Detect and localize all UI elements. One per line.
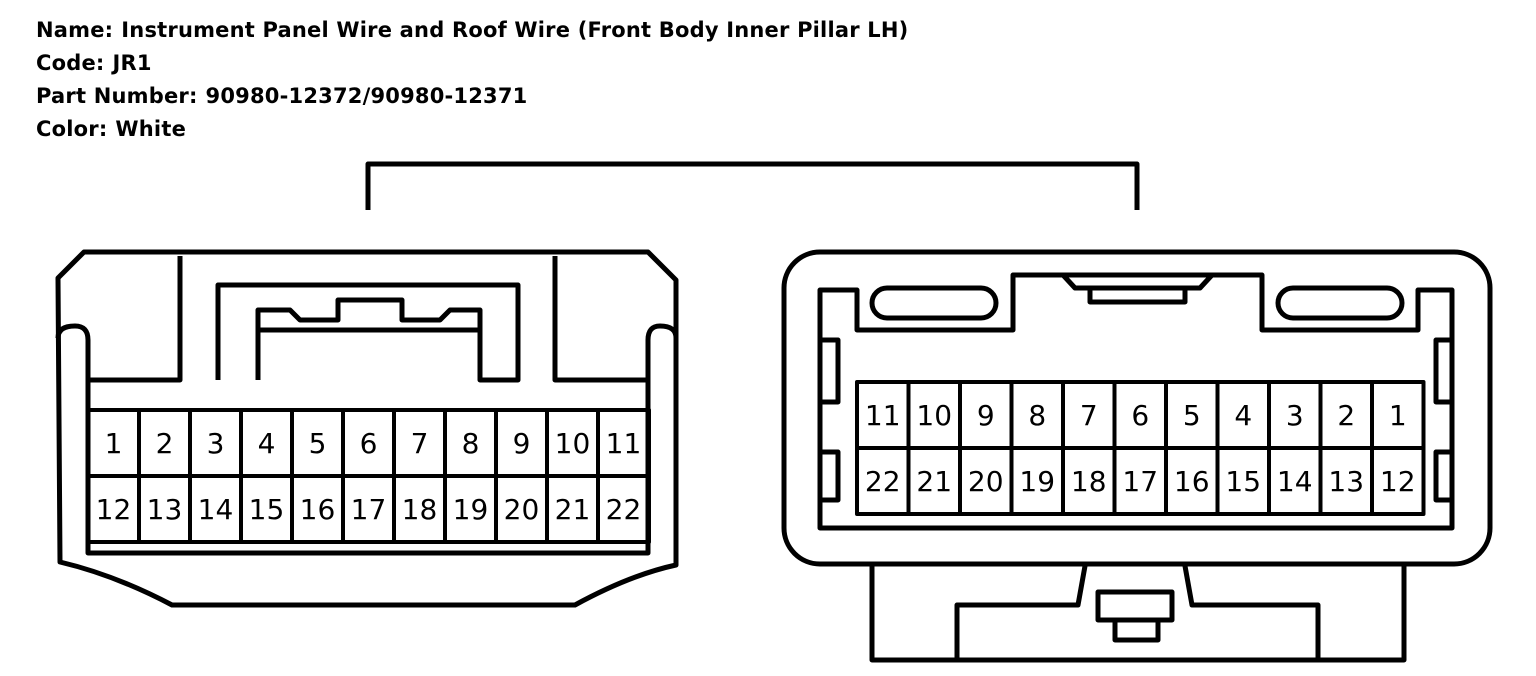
name-value: Instrument Panel Wire and Roof Wire (Fro…: [121, 18, 909, 42]
terminal-number: 3: [1286, 399, 1304, 432]
right-slot-right: [1275, 285, 1405, 321]
part-number-label: Part Number:: [36, 84, 198, 108]
connector-info: Name: Instrument Panel Wire and Roof Wire…: [36, 14, 908, 146]
terminal-cell: [596, 474, 651, 544]
color-row: Color: White: [36, 113, 908, 146]
terminal-number: 14: [198, 493, 234, 526]
right-key-tab: [1087, 285, 1188, 305]
color-label: Color:: [36, 117, 108, 141]
terminal-number: 1: [1389, 399, 1407, 432]
right-side-notch-right-upper: [1433, 337, 1455, 405]
terminal-number: 14: [1277, 465, 1313, 498]
terminal-number: 10: [555, 427, 591, 460]
left-housing-outline: [55, 249, 679, 608]
terminal-number: 4: [1234, 399, 1252, 432]
right-bottom-lock: [869, 566, 1407, 663]
terminal-number: 12: [1380, 465, 1416, 498]
left-lock-tab: [255, 297, 483, 330]
right-housing-outline: [781, 249, 1493, 567]
color-value: White: [115, 117, 187, 141]
terminal-number: 18: [1071, 465, 1107, 498]
terminal-number: 15: [249, 493, 285, 526]
terminal-number: 6: [360, 427, 378, 460]
part-number-value: 90980-12372/90980-12371: [205, 84, 528, 108]
terminal-number: 16: [1174, 465, 1210, 498]
left-lock-frame: [215, 282, 521, 383]
terminal-number: 22: [865, 465, 901, 498]
terminal-number: 7: [1080, 399, 1098, 432]
code-row: Code: JR1: [36, 47, 908, 80]
right-bottom-latch-tab: [1095, 589, 1175, 643]
terminal-number: 5: [1183, 399, 1201, 432]
terminal-number: 5: [309, 427, 327, 460]
terminal-number: 3: [207, 427, 225, 460]
right-side-notch-left-lower: [817, 449, 841, 503]
terminal-number: 9: [977, 399, 995, 432]
right-side-notch-right-lower: [1433, 449, 1455, 503]
name-label: Name:: [36, 18, 114, 42]
terminal-number: 4: [258, 427, 276, 460]
right-side-notch-left-upper: [817, 337, 841, 405]
terminal-number: 16: [300, 493, 336, 526]
terminal-number: 21: [555, 493, 591, 526]
left-inner-body: [85, 380, 651, 556]
code-value: JR1: [112, 51, 152, 75]
terminal-number: 11: [606, 427, 642, 460]
right-inner-frame: [817, 272, 1455, 531]
left-latch-right: [552, 256, 679, 383]
code-label: Code:: [36, 51, 105, 75]
terminal-number: 17: [351, 493, 387, 526]
terminal-number: 19: [1019, 465, 1055, 498]
terminal-number: 7: [411, 427, 429, 460]
part-number-row: Part Number: 90980-12372/90980-12371: [36, 80, 908, 113]
mating-bracket: [365, 161, 1140, 210]
terminal-number: 9: [513, 427, 531, 460]
terminal-number: 1: [105, 427, 123, 460]
terminal-number: 6: [1131, 399, 1149, 432]
terminal-number: 10: [916, 399, 952, 432]
terminal-number: 2: [156, 427, 174, 460]
right-slot-left: [869, 285, 999, 321]
terminal-number: 11: [865, 399, 901, 432]
terminal-number: 20: [504, 493, 540, 526]
terminal-number: 19: [453, 493, 489, 526]
left-latch-left: [55, 256, 183, 383]
terminal-cell: [1370, 446, 1426, 516]
terminal-number: 17: [1122, 465, 1158, 498]
terminal-number: 20: [968, 465, 1004, 498]
terminal-number: 18: [402, 493, 438, 526]
terminal-number: 2: [1337, 399, 1355, 432]
terminal-number: 13: [147, 493, 183, 526]
right-bottom-lock-inner: [954, 565, 1321, 660]
terminal-number: 13: [1328, 465, 1364, 498]
terminal-number: 15: [1225, 465, 1261, 498]
terminal-number: 8: [1028, 399, 1046, 432]
terminal-number: 21: [916, 465, 952, 498]
name-row: Name: Instrument Panel Wire and Roof Wire…: [36, 14, 908, 47]
terminal-number: 22: [606, 493, 642, 526]
terminal-number: 12: [96, 493, 132, 526]
terminal-number: 8: [462, 427, 480, 460]
